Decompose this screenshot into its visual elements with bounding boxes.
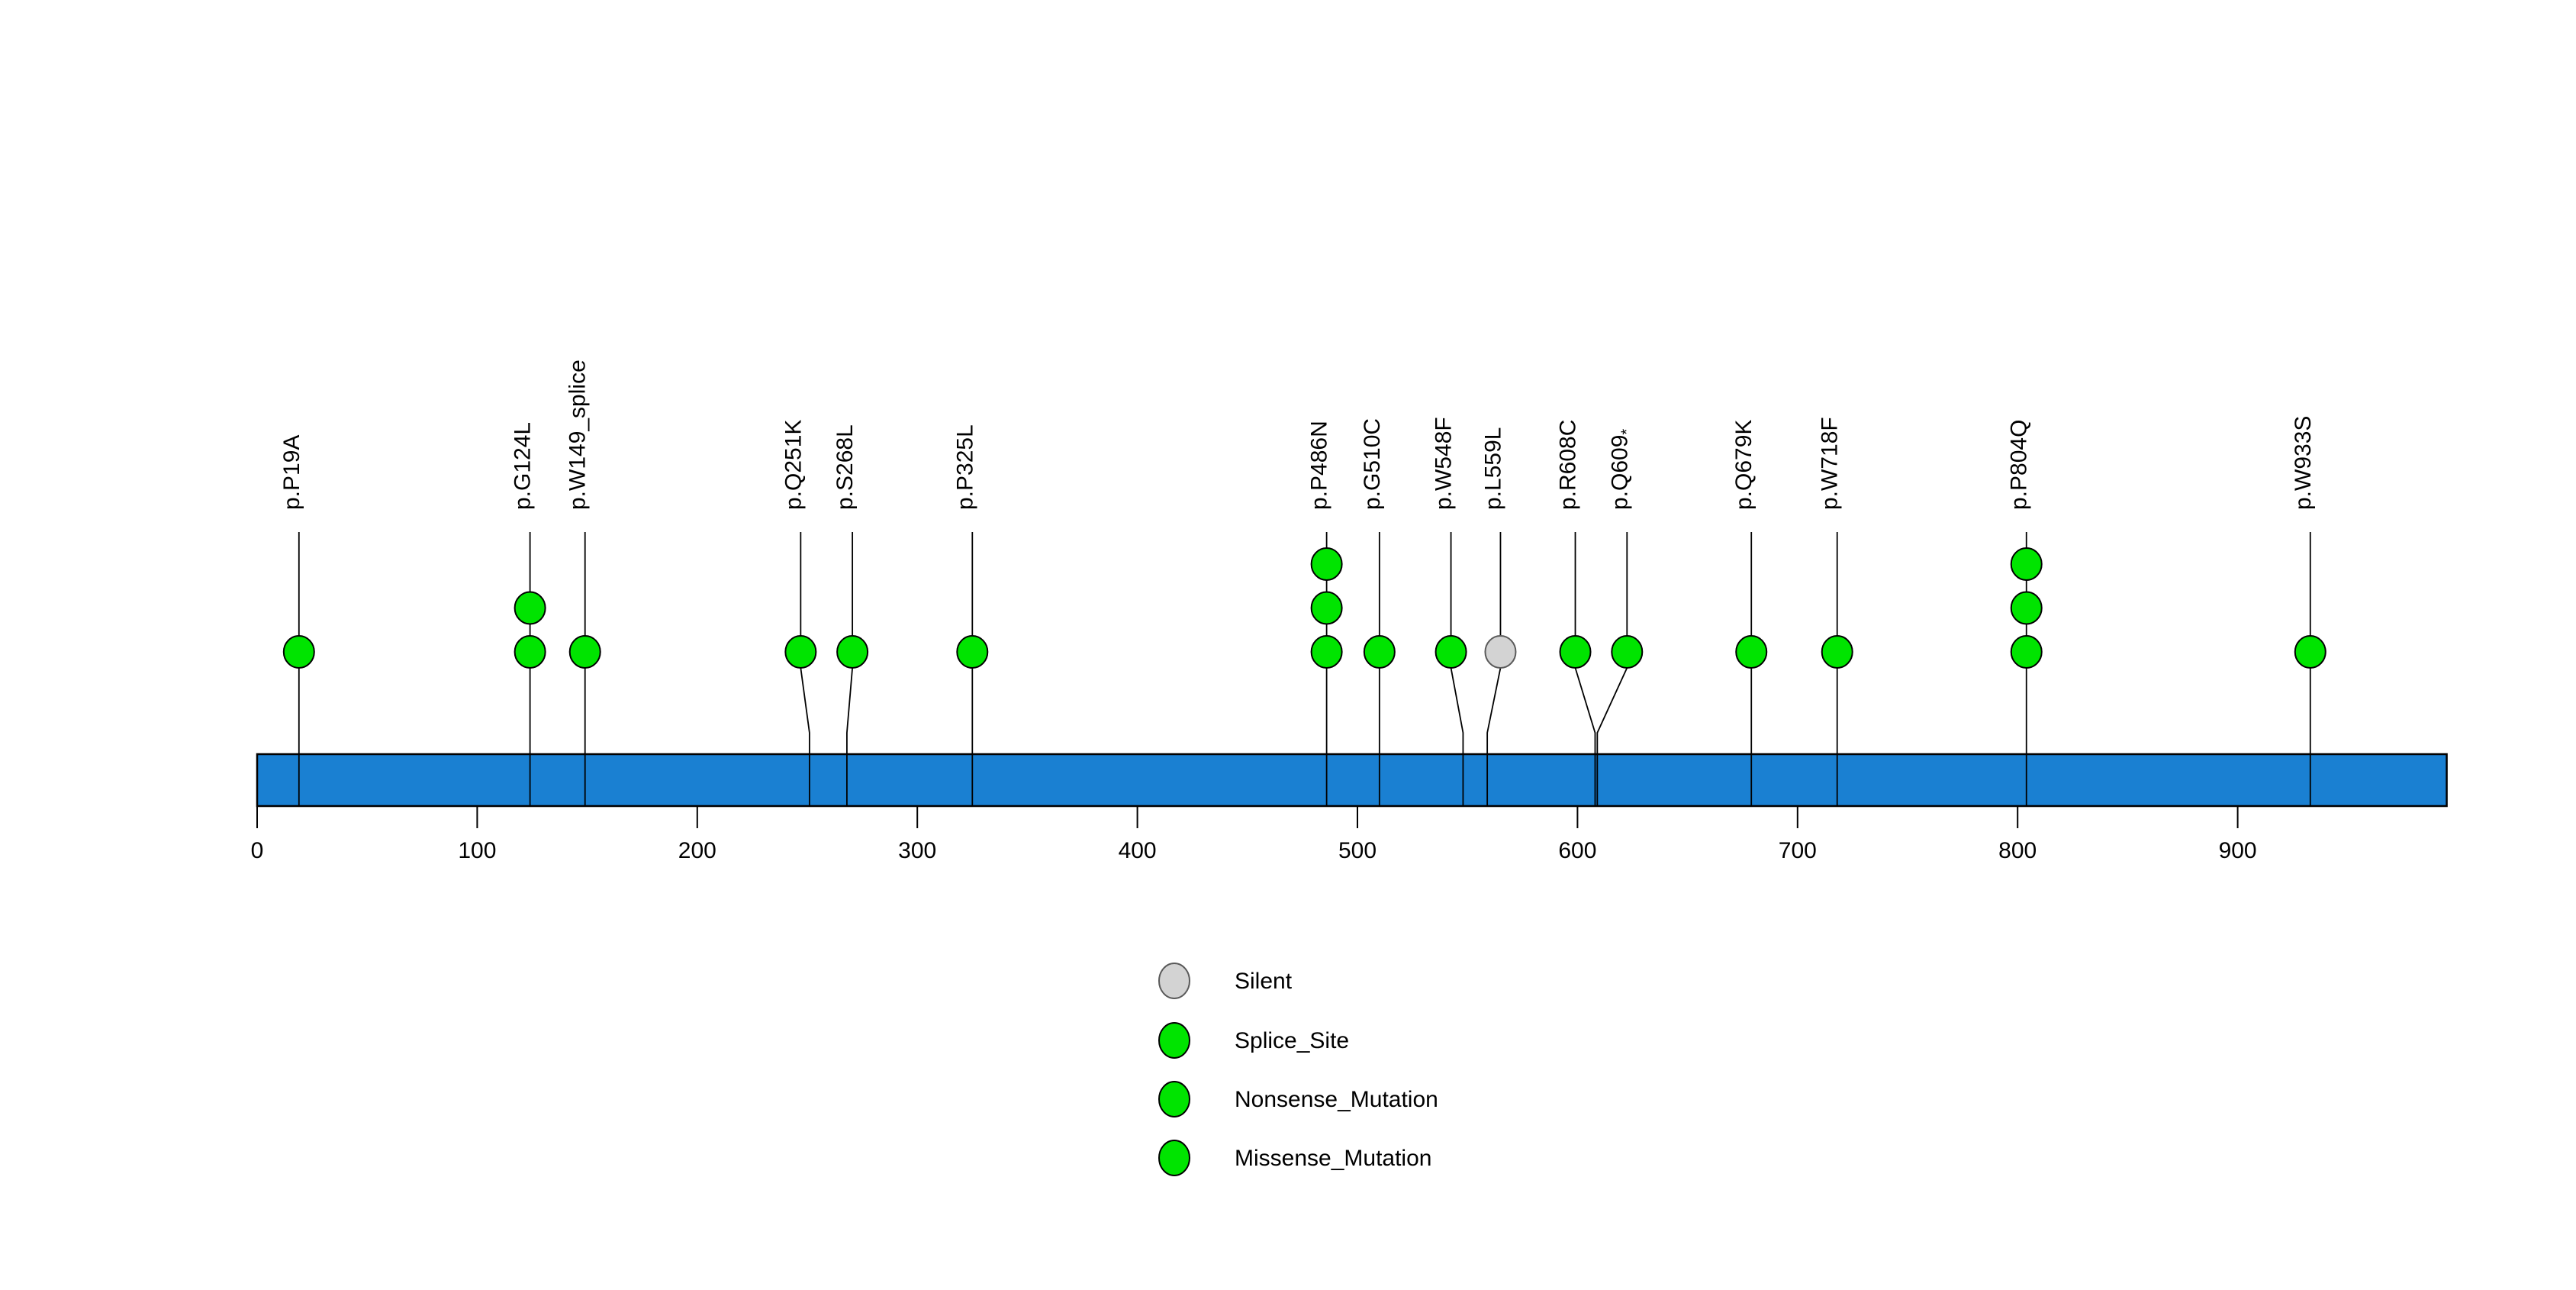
mutation-label: p.G124L: [510, 422, 536, 510]
lollipop-stem: [1450, 532, 1464, 806]
mutation-circle: [1310, 547, 1343, 581]
legend-label: Silent: [1235, 969, 1293, 994]
legend-swatch: [1158, 1140, 1190, 1176]
mutation-circle: [2010, 591, 2043, 625]
mutation-label: p.L559L: [1480, 427, 1505, 510]
mutation-label: p.P325L: [952, 424, 977, 510]
axis-tick-label: 100: [458, 838, 496, 863]
mutation-circle: [836, 635, 869, 669]
mutation-circle: [568, 635, 601, 669]
axis-tick-label: 800: [1998, 838, 2037, 863]
mutation-circle: [1363, 635, 1396, 669]
mutation-label: p.W149_splice: [565, 360, 591, 510]
legend-label: Splice_Site: [1235, 1028, 1349, 1053]
legend-swatch: [1158, 963, 1190, 999]
legend-label: Missense_Mutation: [1235, 1146, 1431, 1171]
axis-tick-label: 400: [1119, 838, 1157, 863]
mutation-circle: [2294, 635, 2326, 669]
mutation-label: p.Q251K: [781, 420, 806, 510]
axis-tick-label: 0: [251, 838, 264, 863]
lollipop-stem: [1486, 532, 1502, 806]
mutation-label: p.Q609*: [1607, 429, 1635, 510]
mutation-circle: [282, 635, 315, 669]
legend-swatch: [1158, 1022, 1190, 1059]
axis-tick-label: 700: [1779, 838, 1817, 863]
mutation-circle: [956, 635, 989, 669]
lollipop-circles-group: [282, 547, 2326, 669]
mutation-circle: [514, 591, 546, 625]
lollipop-stem: [1596, 532, 1628, 806]
mutation-circle: [2010, 635, 2043, 669]
mutation-circle: [1484, 635, 1517, 669]
mutation-label: p.P19A: [279, 435, 304, 510]
mutation-label: p.P486N: [1307, 421, 1332, 510]
axis-tick-label: 500: [1338, 838, 1377, 863]
mutation-labels-group: p.P19A p.G124L p.W149_splice p.Q251K p.S268L…: [279, 360, 2316, 510]
lollipop-stems-group: [298, 532, 2311, 806]
x-axis-group: 0 100 200 300 400 500 600 700 800 900: [251, 806, 2257, 863]
mutation-label: p.G510C: [1360, 418, 1385, 510]
mutation-circle: [1559, 635, 1592, 669]
mutation-label: p.W718F: [1818, 417, 1843, 510]
mutation-circle: [1735, 635, 1768, 669]
mutation-circle: [2010, 547, 2043, 581]
mutation-circle: [1310, 635, 1343, 669]
mutation-circle: [1611, 635, 1644, 669]
legend-label: Nonsense_Mutation: [1235, 1087, 1438, 1112]
mutation-label: p.W933S: [2291, 416, 2316, 510]
mutation-circle: [784, 635, 817, 669]
axis-tick-label: 900: [2219, 838, 2257, 863]
axis-tick-label: 300: [898, 838, 936, 863]
lollipop-stem: [1574, 532, 1596, 806]
lollipop-stem: [800, 532, 810, 806]
mutation-circle: [1310, 591, 1343, 625]
mutation-circle: [1435, 635, 1467, 669]
legend-swatch: [1158, 1081, 1190, 1117]
axis-tick-label: 600: [1558, 838, 1596, 863]
axis-tick-label: 200: [678, 838, 716, 863]
mutation-label: p.Q679K: [1731, 420, 1757, 510]
mutation-label: p.S268L: [832, 424, 858, 510]
mutation-circle: [514, 635, 546, 669]
mutation-label-star: *: [1618, 429, 1635, 435]
mutation-circle: [1821, 635, 1853, 669]
lollipop-stem: [846, 532, 854, 806]
protein-track-group: [256, 753, 2448, 808]
mutation-label: p.R608C: [1556, 420, 1581, 510]
legend-group: SilentSplice_SiteNonsense_MutationMissen…: [1158, 963, 1438, 1176]
mutation-label: p.W548F: [1431, 417, 1457, 510]
protein-track: [256, 753, 2448, 808]
mutation-label: p.P804Q: [2007, 420, 2032, 510]
